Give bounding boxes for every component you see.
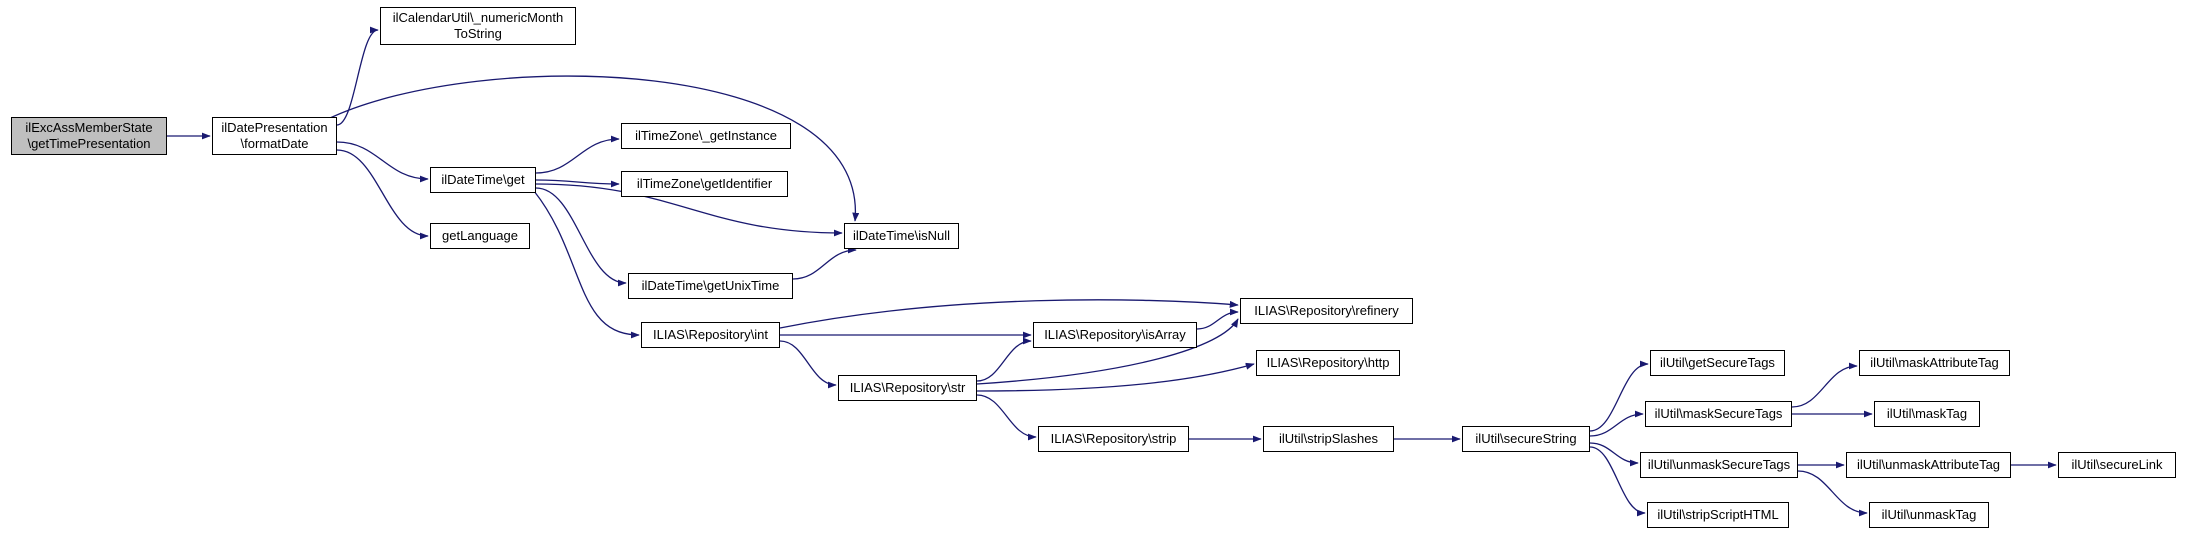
node-label: ilUtil\secureString (1475, 430, 1577, 446)
node-get[interactable]: ilDateTime\get (430, 167, 536, 193)
node-label: ilUtil\unmaskAttributeTag (1856, 456, 2001, 472)
node-label: ilUtil\unmaskSecureTags (1647, 456, 1791, 472)
node-label: ILIAS\Repository\http (1266, 354, 1390, 370)
node-label: ilUtil\stripScriptHTML (1657, 506, 1779, 522)
node-label: \getTimePresentation (27, 136, 151, 151)
edge-str-strip (976, 394, 1037, 441)
node-label: ilCalendarUtil\_numericMonth (392, 9, 564, 25)
node-label: ilUtil\maskTag (1886, 405, 1968, 421)
node-label: ilTimeZone\_getInstance (635, 127, 777, 143)
node-str[interactable]: ILIAS\Repository\str (838, 375, 977, 401)
node-label: ilTimeZone\getIdentifier (636, 175, 773, 191)
node-int[interactable]: ILIAS\Repository\int (641, 322, 780, 348)
edge-isArray-refinery (1196, 308, 1239, 330)
node-label: ilExcAssMemberState (25, 119, 153, 135)
node-label: ilDatePresentation (221, 119, 328, 135)
node-label: ILIAS\Repository\isArray (1044, 326, 1186, 342)
node-maskTag[interactable]: ilUtil\maskTag (1874, 401, 1980, 427)
edge-formatDate-isNull (329, 75, 860, 222)
node-getUnixTime[interactable]: ilDateTime\getUnixTime (628, 273, 793, 299)
node-label: ILIAS\Repository\int (653, 326, 768, 342)
node-strip[interactable]: ILIAS\Repository\strip (1038, 426, 1189, 452)
node-label: ilUtil\unmaskTag (1881, 506, 1977, 522)
edge-str-isArray (976, 337, 1032, 382)
edge-int-refinery (779, 299, 1239, 329)
node-label: ILIAS\Repository\strip (1050, 430, 1177, 446)
edge-getUnixTime-isNull (792, 246, 857, 280)
edge-get-getUnixTime (535, 187, 627, 287)
node-label: ilDateTime\get (441, 171, 525, 187)
node-isArray[interactable]: ILIAS\Repository\isArray (1033, 322, 1197, 348)
node-label: ilDateTime\isNull (852, 227, 951, 243)
node-label: ilUtil\secureLink (2071, 456, 2163, 472)
node-label: ilUtil\getSecureTags (1660, 354, 1775, 370)
node-secureString[interactable]: ilUtil\secureString (1462, 426, 1590, 452)
node-getSecureTags[interactable]: ilUtil\getSecureTags (1650, 350, 1785, 376)
node-isNull[interactable]: ilDateTime\isNull (844, 223, 959, 249)
node-getIdentifier[interactable]: ilTimeZone\getIdentifier (621, 171, 788, 197)
node-unmaskTag[interactable]: ilUtil\unmaskTag (1869, 502, 1989, 528)
edge-secureString-unmaskSecureTags (1589, 442, 1639, 467)
node-getLanguage[interactable]: getLanguage (430, 223, 530, 249)
edge-secureString-getSecureTags (1589, 360, 1649, 432)
node-label: ilUtil\maskSecureTags (1654, 405, 1783, 421)
node-http[interactable]: ILIAS\Repository\http (1256, 350, 1400, 376)
edge-str-refinery (976, 318, 1239, 385)
edge-secureString-maskSecureTags (1589, 410, 1644, 437)
node-label: ILIAS\Repository\str (849, 379, 966, 395)
node-secureLink[interactable]: ilUtil\secureLink (2058, 452, 2176, 478)
edge-get-int (533, 190, 640, 339)
edge-secureString-stripScriptHTML (1589, 446, 1646, 517)
edge-str-http (976, 362, 1255, 392)
node-getInstance[interactable]: ilTimeZone\_getInstance (621, 123, 791, 149)
node-maskAttributeTag[interactable]: ilUtil\maskAttributeTag (1859, 350, 2010, 376)
edge-maskSecureTags-maskAttributeTag (1791, 362, 1858, 408)
node-unmaskAttributeTag[interactable]: ilUtil\unmaskAttributeTag (1846, 452, 2011, 478)
node-maskSecureTags[interactable]: ilUtil\maskSecureTags (1645, 401, 1792, 427)
node-label: ilUtil\stripSlashes (1279, 430, 1378, 446)
edge-get-getInstance (535, 135, 620, 174)
node-unmaskSecureTags[interactable]: ilUtil\unmaskSecureTags (1640, 452, 1798, 478)
edge-int-str (779, 340, 837, 389)
node-getTimePresentation[interactable]: ilExcAssMemberState\getTimePresentation (11, 117, 167, 155)
edge-get-isNull (535, 183, 843, 237)
node-label: \formatDate (240, 136, 309, 151)
node-formatDate[interactable]: ilDatePresentation\formatDate (212, 117, 337, 155)
node-stripScriptHTML[interactable]: ilUtil\stripScriptHTML (1647, 502, 1789, 528)
node-label: ToString (454, 26, 502, 41)
edge-unmaskSecureTags-unmaskTag (1797, 470, 1868, 517)
edge-formatDate-get (336, 141, 429, 183)
node-label: ilDateTime\getUnixTime (641, 277, 780, 293)
node-refinery[interactable]: ILIAS\Repository\refinery (1240, 298, 1413, 324)
edge-formatDate-numericMonthToString (336, 26, 379, 126)
edge-get-getIdentifier (535, 179, 620, 188)
node-stripSlashes[interactable]: ilUtil\stripSlashes (1263, 426, 1394, 452)
edge-formatDate-getLanguage (336, 149, 429, 240)
node-label: ilUtil\maskAttributeTag (1870, 354, 1999, 370)
node-label: getLanguage (442, 227, 518, 243)
node-label: ILIAS\Repository\refinery (1254, 302, 1399, 318)
